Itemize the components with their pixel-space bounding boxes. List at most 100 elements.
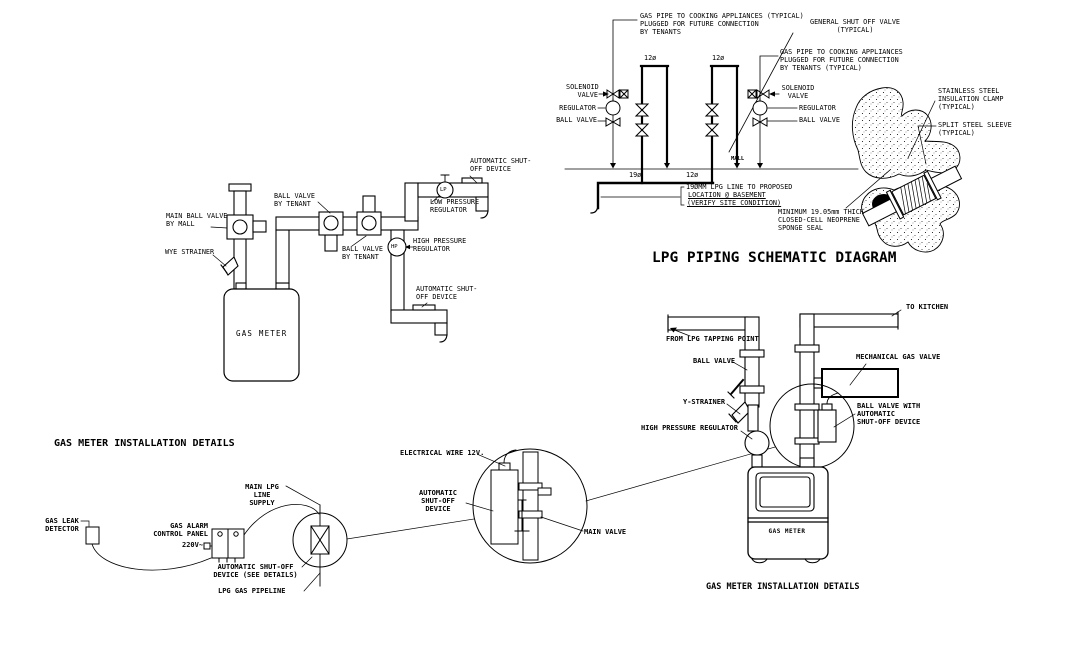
label-lp-tag: LP bbox=[440, 187, 447, 193]
detail-pipe bbox=[522, 451, 539, 561]
insulation-clamp-right bbox=[923, 170, 942, 201]
solenoid-valve-assembly-right bbox=[747, 89, 798, 127]
inlet-pipe bbox=[233, 190, 247, 290]
label-y-strainer: Y-STRAINER bbox=[683, 398, 726, 406]
gas-leak-detector-box bbox=[85, 526, 100, 545]
label-gas-meter-2: GAS METER bbox=[768, 528, 806, 535]
label-riser1-size: 12ø bbox=[644, 54, 657, 62]
label-solenoid-left: SOLENOID VALVE bbox=[566, 83, 599, 99]
electrical-wire bbox=[503, 449, 517, 464]
detector-wire bbox=[91, 543, 212, 571]
label-gas-meter-1: GAS METER bbox=[236, 329, 288, 338]
label-line-note1: 19ØMM LPG LINE TO PROPOSED bbox=[686, 183, 793, 191]
label-main-valve: MAIN VALVE bbox=[584, 528, 627, 536]
ball-valve-lever bbox=[729, 378, 745, 396]
riser-2-union-fittings bbox=[704, 103, 720, 137]
mechanical-gas-valve-box bbox=[821, 368, 899, 398]
detail-circle bbox=[472, 448, 588, 564]
label-auto-shutoff-bottom: AUTOMATIC SHUT- OFF DEVICE bbox=[416, 285, 478, 301]
detail-connector-left bbox=[346, 518, 475, 540]
label-mall: MALL bbox=[731, 156, 745, 162]
ball-valve-tenant-1-icon bbox=[318, 211, 344, 252]
lpg-schematic bbox=[564, 19, 859, 214]
label-auto-shutoff-top: AUTOMATIC SHUT- OFF DEVICE bbox=[470, 157, 532, 173]
label-lp-regulator: LOW PRESSURE REGULATOR bbox=[430, 198, 480, 214]
hp-regulator-icon bbox=[744, 430, 770, 456]
regulator-icon bbox=[605, 100, 621, 116]
riser-1-union-fittings bbox=[634, 103, 650, 137]
label-auto-shutoff-detail: AUTOMATIC SHUT-OFF DEVICE (SEE DETAILS) bbox=[213, 563, 298, 579]
label-hp-regulator-right: HIGH PRESSURE REGULATOR bbox=[641, 424, 738, 432]
wye-strainer-icon bbox=[220, 256, 239, 276]
label-voltage: 220V~ bbox=[182, 541, 204, 549]
schematic-title: LPG PIPING SCHEMATIC DIAGRAM bbox=[652, 250, 897, 266]
lower-pipe bbox=[390, 309, 448, 324]
main-valve-detail bbox=[465, 446, 776, 564]
shutoff-valve-circle bbox=[292, 512, 348, 568]
tenant-pipe bbox=[275, 216, 419, 231]
power-plug-icon bbox=[203, 542, 211, 550]
label-main-ball-valve: MAIN BALL VALVE BY MALL bbox=[166, 212, 228, 228]
label-regulator-left: REGULATOR bbox=[559, 104, 596, 112]
solenoid-valve-icon bbox=[606, 89, 620, 99]
label-main-lpg-supply: MAIN LPG LINE SUPPLY bbox=[245, 483, 279, 507]
gas-meter-hookup bbox=[210, 174, 489, 382]
solenoid-valve-icon bbox=[756, 89, 770, 99]
label-ball-valve-left: BALL VALVE bbox=[556, 116, 597, 124]
label-ball-valve-auto: BALL VALVE WITH AUTOMATIC SHUT-OFF DEVIC… bbox=[857, 402, 921, 426]
label-solenoid-right: SOLENOID VALVE bbox=[781, 84, 815, 100]
insulation-clamp-left bbox=[885, 189, 905, 220]
label-gas-pipe-note-left: GAS PIPE TO COOKING APPLIANCES (TYPICAL)… bbox=[640, 12, 804, 36]
label-wye-strainer: WYE STRAINER bbox=[165, 248, 215, 256]
label-main-size-12: 12ø bbox=[686, 171, 699, 179]
label-general-shutoff: GENERAL SHUT OFF VALVE (TYPICAL) bbox=[809, 18, 901, 34]
label-gas-alarm-panel: GAS ALARM CONTROL PANEL bbox=[153, 522, 208, 538]
label-gas-leak-detector: GAS LEAK DETECTOR bbox=[45, 517, 79, 533]
inlet-pipe-right bbox=[667, 316, 749, 331]
label-main-size-19: 19ø bbox=[629, 171, 642, 179]
label-hp-regulator: HIGH PRESSURE REGULATOR bbox=[413, 237, 467, 253]
label-to-kitchen: TO KITCHEN bbox=[906, 303, 949, 311]
ball-valve-icon bbox=[752, 117, 768, 127]
label-ball-valve-right: BALL VALVE bbox=[799, 116, 840, 124]
auto-shutoff-device-icon-top bbox=[461, 177, 483, 184]
gas-meter-box bbox=[223, 282, 300, 382]
sleeved-pipe bbox=[861, 165, 963, 227]
gas-meter-installation bbox=[667, 309, 902, 564]
label-split-sleeve: SPLIT STEEL SLEEVE (TYPICAL) bbox=[938, 121, 1012, 137]
ball-valve-icon bbox=[605, 117, 621, 127]
label-mech-valve: MECHANICAL GAS VALVE bbox=[856, 353, 941, 361]
label-riser2-size: 12ø bbox=[712, 54, 725, 62]
panel-to-valve-wire bbox=[243, 504, 320, 536]
valve-handle bbox=[514, 499, 530, 532]
label-auto-shutoff-device: AUTOMATIC SHUT-OFF DEVICE bbox=[419, 489, 457, 513]
label-ball-valve-tenant-2: BALL VALVE BY TENANT bbox=[342, 245, 383, 261]
label-line-note3: (VERIFY SITE CONDITION) bbox=[687, 199, 782, 207]
y-strainer-icon bbox=[728, 401, 751, 424]
label-gas-pipe-note-right: GAS PIPE TO COOKING APPLIANCES PLUGGED F… bbox=[780, 48, 903, 72]
label-ball-valve-right-asm: BALL VALVE bbox=[693, 357, 736, 365]
alarm-shutoff-detail bbox=[80, 485, 475, 592]
outlet-pipe bbox=[799, 313, 899, 328]
main-ball-valve-icon bbox=[226, 214, 267, 240]
main-lpg-line bbox=[596, 181, 715, 210]
label-neoprene: MINIMUM 19.05mm THICK CLOSED-CELL NEOPRE… bbox=[778, 208, 864, 232]
gas-alarm-control-panel-box bbox=[211, 528, 245, 563]
regulator-icon bbox=[752, 100, 768, 116]
auto-shutoff-actuator bbox=[490, 469, 519, 545]
gas-meter-body bbox=[747, 466, 829, 564]
label-from-tapping: FROM LPG TAPPING POINT bbox=[666, 335, 759, 343]
wall-penetration-detail bbox=[845, 87, 963, 253]
label-hp-tag: HP bbox=[391, 243, 398, 250]
left-details-title: GAS METER INSTALLATION DETAILS bbox=[54, 438, 235, 449]
label-lpg-pipeline: LPG GAS PIPELINE bbox=[218, 587, 286, 595]
label-ball-valve-tenant-1: BALL VALVE BY TENANT bbox=[274, 192, 315, 208]
low-pressure-regulator-icon bbox=[436, 181, 454, 199]
shutoff-valve-icon bbox=[310, 525, 330, 555]
label-electrical-wire: ELECTRICAL WIRE 12V. bbox=[400, 449, 485, 457]
concrete-block-upper bbox=[851, 87, 961, 179]
auto-shutoff-device-box bbox=[817, 409, 837, 443]
label-line-note2: LOCATION @ BASEMENT bbox=[688, 191, 766, 199]
